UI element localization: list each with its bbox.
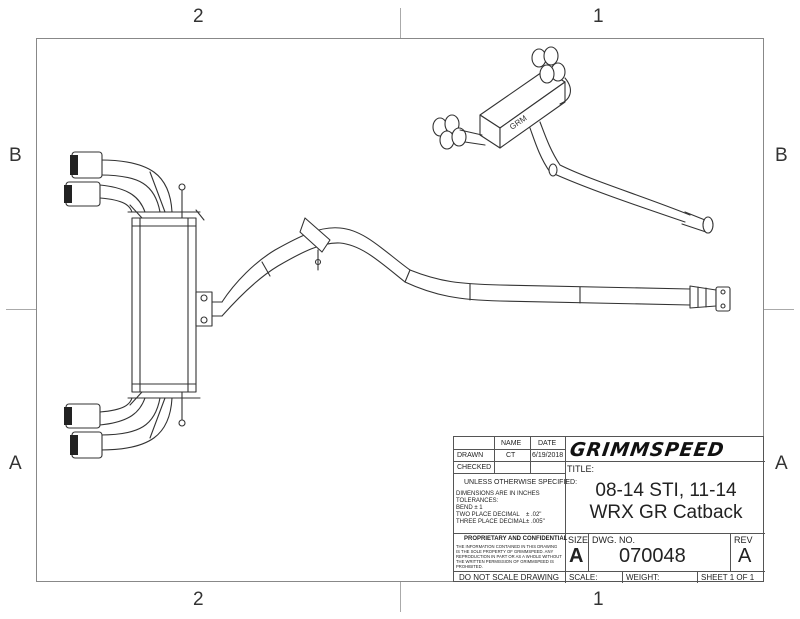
tb-name-header: NAME [501, 440, 522, 447]
upper-hangers [129, 183, 205, 221]
tb-three-place: THREE PLACE DECIMAL [456, 519, 527, 525]
mid-pipe-hanger [299, 217, 331, 271]
front-flange [715, 286, 731, 312]
tb-checked-label: CHECKED [457, 464, 492, 471]
frame-tick-left [6, 309, 36, 310]
tb-proprietary-body: THE INFORMATION CONTAINED IN THIS DRAWIN… [456, 544, 562, 569]
iso-flanges [548, 163, 714, 234]
frame-tick-bottom [400, 582, 401, 612]
tb-rev-value: A [738, 545, 752, 567]
zone-left-a: A [9, 453, 22, 474]
iso-muffler [479, 69, 566, 149]
tb-drawn-name: CT [506, 452, 516, 459]
tb-scale-label: SCALE: [569, 573, 598, 582]
frame-tick-top [400, 8, 401, 38]
zone-bottom-1: 1 [593, 589, 604, 610]
upper-tip-pipes [99, 159, 173, 213]
mid-pipe [221, 227, 691, 317]
tb-two-place: TWO PLACE DECIMAL [456, 512, 520, 518]
tb-proprietary-heading: PROPRIETARY AND CONFIDENTIAL [464, 536, 568, 542]
tb-weight-label: WEIGHT: [626, 573, 660, 582]
tb-drawn-label: DRAWN [457, 452, 484, 459]
tb-date-header: DATE [538, 440, 557, 447]
tb-tolerances-label: TOLERANCES: [456, 498, 499, 504]
lower-exhaust-tips [65, 403, 103, 459]
muffler-inlet-flange [195, 291, 223, 327]
tb-dwg-label: DWG. NO. [592, 535, 635, 545]
tb-two-place-value: ± .02" [526, 512, 542, 518]
zone-top-2: 2 [193, 6, 204, 27]
frame-tick-right [764, 309, 794, 310]
tb-rev-label: REV [734, 535, 753, 545]
tb-dwg-value: 070048 [619, 545, 686, 567]
zone-top-1: 1 [593, 6, 604, 27]
lower-tip-pipes [99, 397, 173, 451]
tb-size-label: SIZE [568, 535, 589, 545]
iso-tips-lower [432, 114, 467, 150]
tb-three-place-value: ± .005" [526, 519, 545, 525]
tb-bend-text: BEND ± 1 [456, 505, 483, 511]
mid-pipe-resonator [689, 285, 717, 309]
tb-size-value: A [569, 545, 584, 567]
zone-right-a: A [775, 453, 788, 474]
iso-tips-upper [531, 46, 566, 84]
grimmspeed-logo: GRIMMSPEED [568, 439, 726, 461]
drawing-sheet-border [36, 38, 764, 582]
main-muffler [127, 211, 201, 399]
tb-title-line2: WRX GR Catback [589, 502, 743, 523]
tb-drawn-date: 6/19/2018 [532, 452, 564, 459]
iso-pipes [459, 77, 711, 233]
zone-left-b: B [9, 145, 22, 166]
tb-title-label: TITLE: [567, 464, 595, 474]
zone-bottom-2: 2 [193, 589, 204, 610]
tb-sheet-label: SHEET 1 OF 1 [701, 573, 755, 582]
upper-exhaust-tips [65, 151, 103, 207]
lower-hangers [129, 391, 186, 427]
tb-title-line1: 08-14 STI, 11-14 [595, 480, 737, 501]
tb-dims-text: DIMENSIONS ARE IN INCHES [456, 491, 540, 497]
zone-right-b: B [775, 145, 788, 166]
tb-no-scale: DO NOT SCALE DRAWING [459, 573, 560, 582]
title-block: NAME DATE DRAWN CT 6/19/2018 CHECKED UNL… [453, 436, 765, 583]
tb-unless-text: UNLESS OTHERWISE SPECIFIED: [464, 479, 578, 486]
